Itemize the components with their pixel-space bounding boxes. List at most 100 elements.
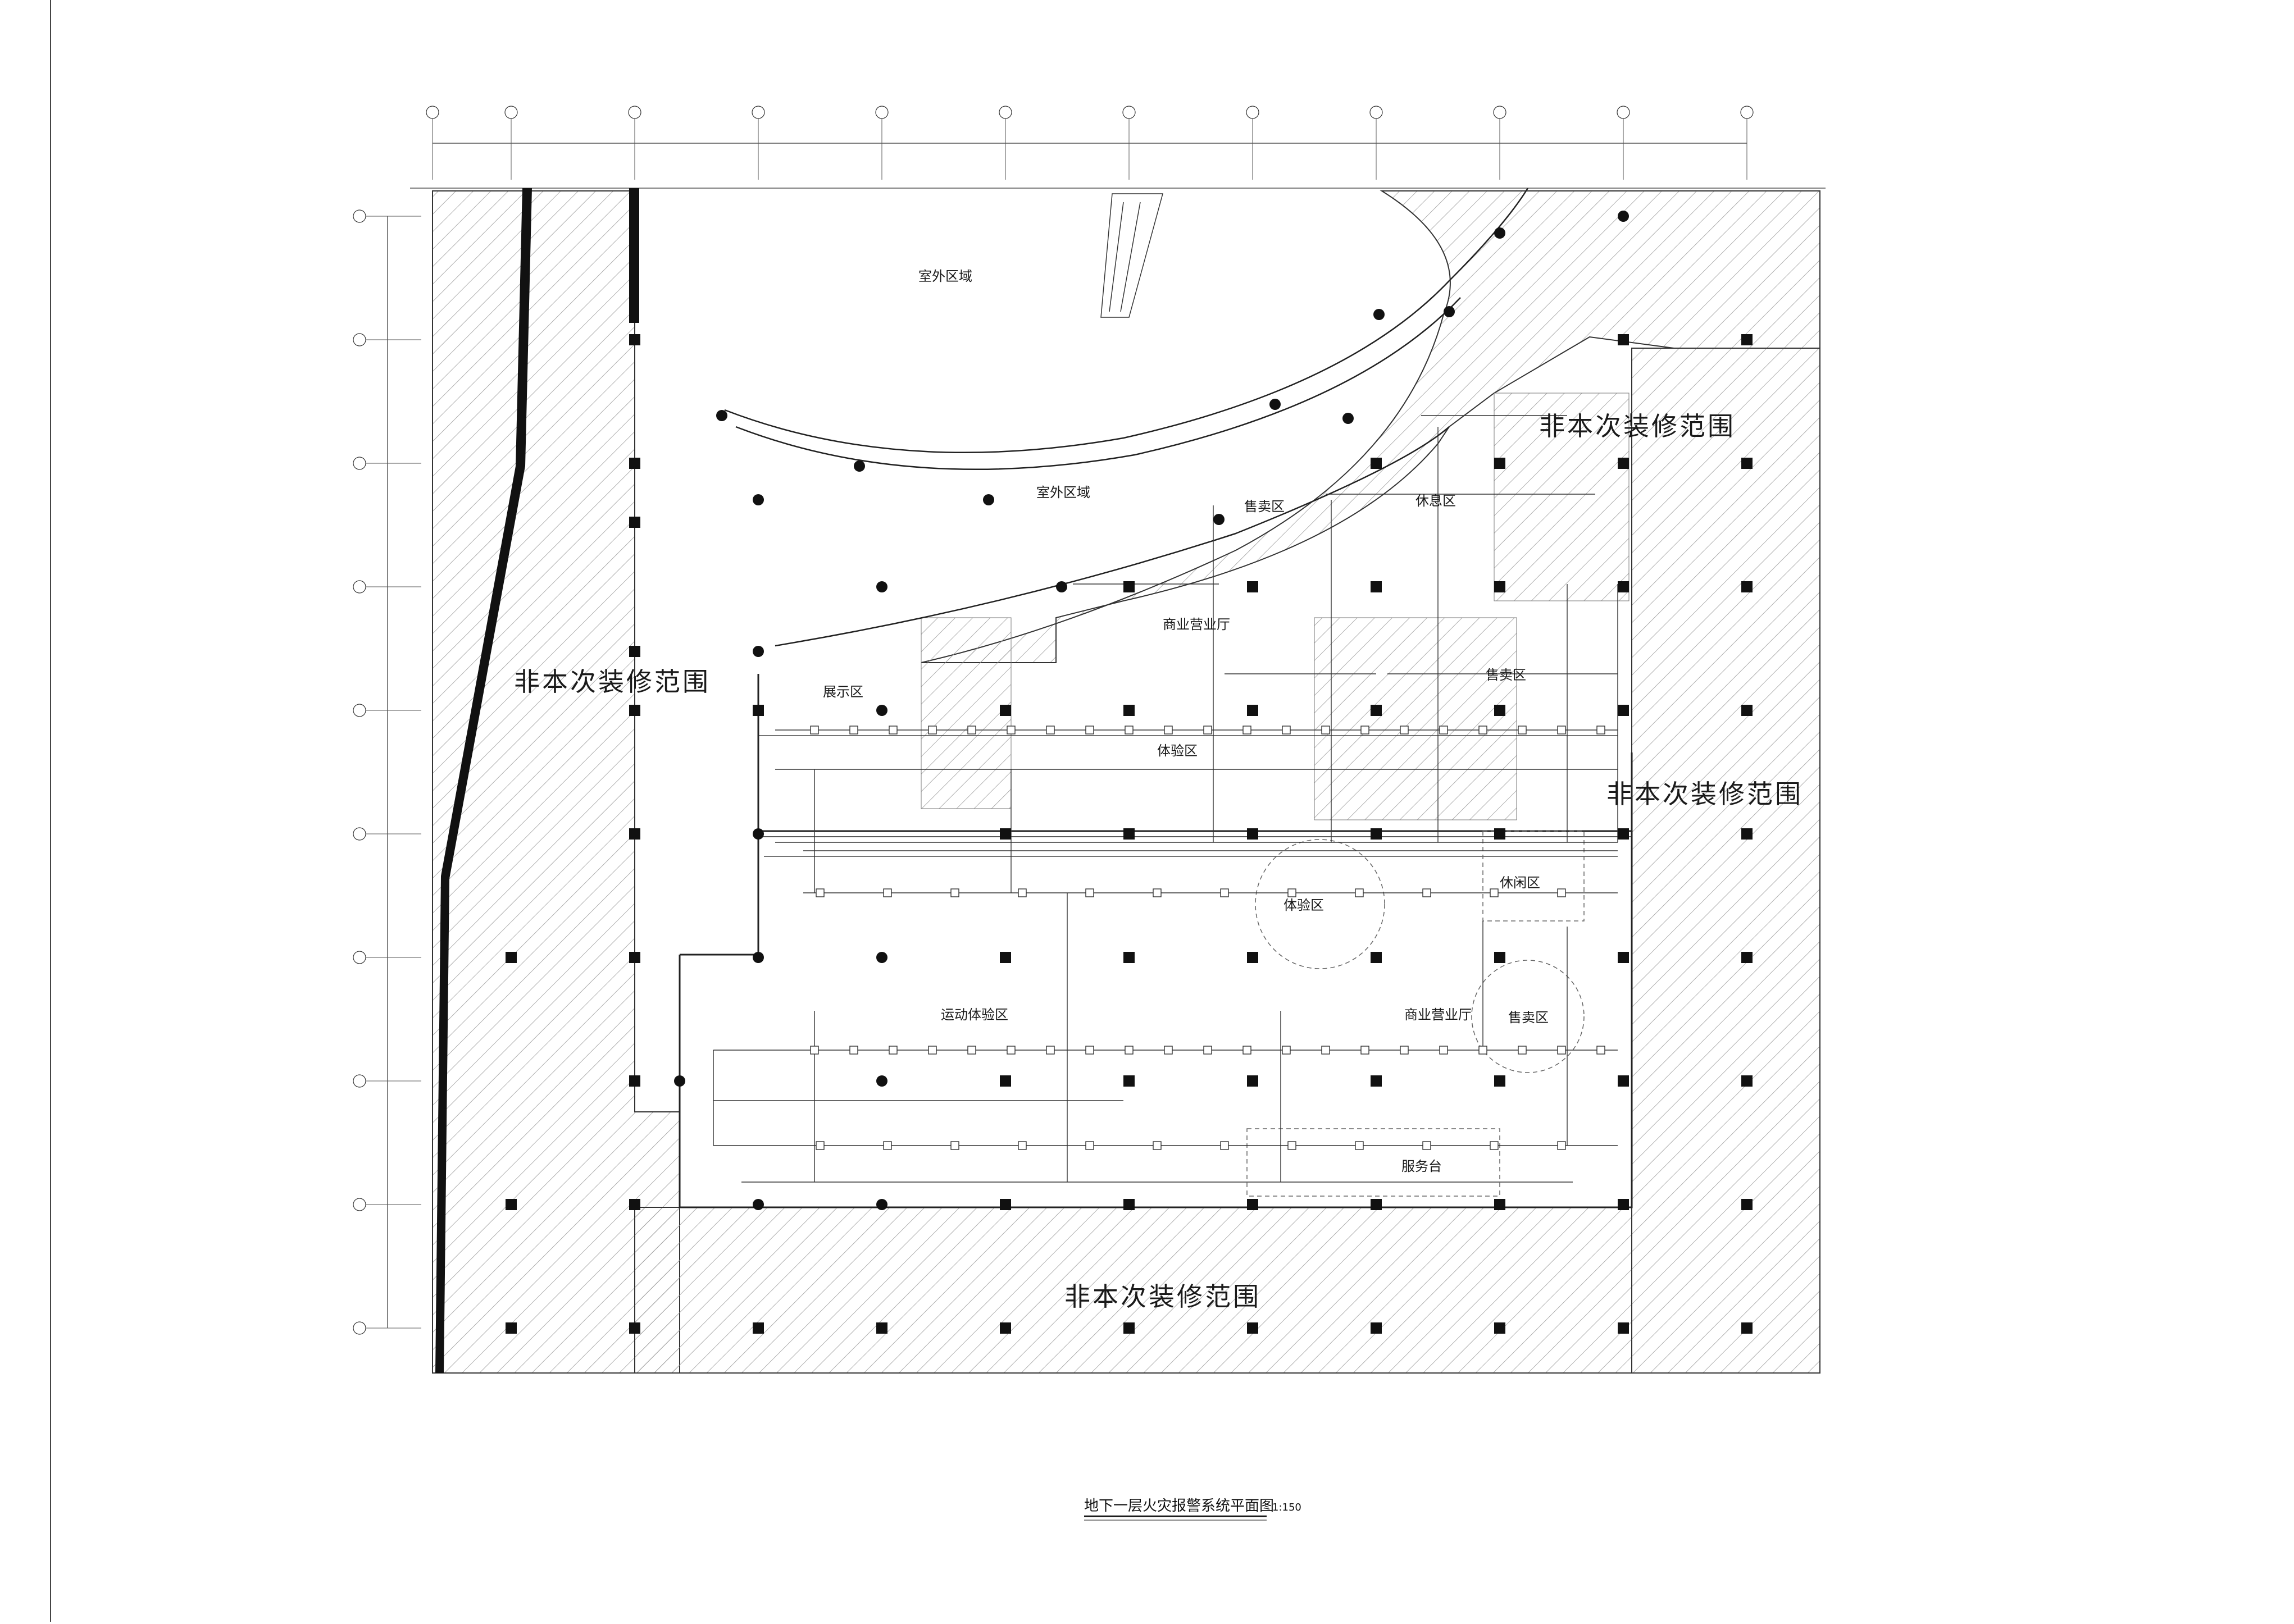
column-round — [1494, 227, 1505, 239]
drawing-title-block: 地下一层火灾报警系统平面图 1:150 — [1084, 1498, 1301, 1521]
column-square — [1371, 1199, 1382, 1210]
axis-bubble-top — [1122, 106, 1136, 119]
zone-label-sports-experience: 运动体验区 — [941, 1007, 1008, 1023]
hatch-left-band — [432, 190, 680, 1374]
alarm-wiring — [713, 415, 1618, 1183]
column-round — [854, 460, 865, 472]
column-round — [1000, 1199, 1011, 1210]
axis-bubble-left — [353, 580, 366, 594]
column-square — [1371, 952, 1382, 963]
wiring-device — [1557, 726, 1566, 735]
hatch-inner-block-2 — [1314, 617, 1517, 820]
column-round — [1618, 211, 1629, 222]
wiring-device — [1490, 1141, 1499, 1150]
column-square — [629, 705, 640, 716]
column-square — [1371, 705, 1382, 716]
column-round — [753, 828, 764, 840]
axis-bubble-top — [1740, 106, 1754, 119]
column-square — [1618, 1322, 1629, 1334]
wiring-device — [889, 726, 898, 735]
column-round — [1213, 514, 1225, 525]
zone-label-service-desk: 服务台 — [1401, 1158, 1442, 1174]
zone-label-outdoor-mid: 室外区域 — [1036, 485, 1090, 500]
wiring-device — [1557, 1046, 1566, 1055]
wiring-device — [1422, 1141, 1431, 1150]
column-square — [1247, 952, 1258, 963]
outer-wall-heavy — [435, 188, 532, 1373]
column-round — [716, 410, 727, 421]
wiring-device — [1360, 726, 1369, 735]
zone-label-experience-mid: 体验区 — [1283, 897, 1324, 913]
column-round — [983, 494, 994, 505]
wiring-device — [1220, 1141, 1229, 1150]
wiring-device — [816, 1141, 825, 1150]
column-square — [1741, 828, 1753, 840]
outdoor-curves — [724, 188, 1529, 647]
zone-label-exhibition: 展示区 — [823, 684, 863, 700]
wiring-device — [883, 1141, 892, 1150]
zone-label-outdoor-top: 室外区域 — [918, 268, 972, 284]
column-round — [876, 581, 887, 592]
dashed-areas — [1246, 831, 1585, 1197]
wiring-device — [1557, 888, 1566, 897]
zone-label-rest-top: 休息区 — [1415, 493, 1456, 509]
column-square — [1618, 1075, 1629, 1087]
axis-bubble-top — [1617, 106, 1630, 119]
column-square — [1741, 334, 1753, 345]
column-square — [1494, 1199, 1505, 1210]
column-square — [1247, 581, 1258, 592]
wiring-device — [1355, 1141, 1364, 1150]
wiring-device — [1018, 1141, 1027, 1150]
zone-label-business-hall-top: 商业营业厅 — [1163, 617, 1230, 632]
wiring-device — [1164, 726, 1173, 735]
column-square — [1371, 1075, 1382, 1087]
wiring-device — [1007, 726, 1016, 735]
column-round — [876, 705, 887, 716]
zone-label-non-scope-bottom: 非本次装修范围 — [1064, 1281, 1261, 1312]
wiring-device — [1490, 888, 1499, 897]
column-square — [1618, 334, 1629, 345]
column-square — [1247, 828, 1258, 840]
column-square — [1741, 1199, 1753, 1210]
wiring-device — [1153, 1141, 1162, 1150]
column-square — [1741, 952, 1753, 963]
column-square — [629, 334, 640, 345]
wiring-device — [810, 726, 819, 735]
column-square — [1618, 952, 1629, 963]
wiring-device — [1518, 726, 1527, 735]
zone-labels: 非本次装修范围 非本次装修范围 非本次装修范围 非本次装修范围 室外区域 室外区… — [514, 268, 1803, 1312]
wiring-device — [1422, 888, 1431, 897]
column-square — [629, 828, 640, 840]
wiring-device — [816, 888, 825, 897]
axis-bubble-top — [1246, 106, 1259, 119]
column-square — [1123, 1075, 1135, 1087]
wiring-device — [1478, 726, 1487, 735]
wiring-device — [1125, 726, 1134, 735]
axis-bubble-left — [353, 1074, 366, 1088]
axis-grid — [353, 106, 1826, 1335]
wiring-device — [1046, 726, 1055, 735]
hatched-areas — [432, 190, 1820, 1374]
column-square — [629, 1322, 640, 1334]
wiring-device — [1400, 1046, 1409, 1055]
column-square — [1123, 705, 1135, 716]
axis-bubble-left — [353, 827, 366, 841]
wiring-device — [1085, 888, 1094, 897]
wiring-device — [1125, 1046, 1134, 1055]
axis-bubble-top — [504, 106, 518, 119]
column-round — [1342, 413, 1354, 424]
column-square — [1494, 581, 1505, 592]
zone-label-non-scope-right: 非本次装修范围 — [1606, 779, 1803, 809]
column-square — [1618, 828, 1629, 840]
axis-bubble-top — [999, 106, 1012, 119]
column-square — [629, 458, 640, 469]
column-square — [1247, 1199, 1258, 1210]
column-square — [1123, 581, 1135, 592]
wiring-device — [1287, 1141, 1296, 1150]
column-square — [629, 952, 640, 963]
column-round — [1444, 306, 1455, 317]
wiring-device — [1439, 1046, 1448, 1055]
column-square — [629, 1075, 640, 1087]
hatch-right-band — [1631, 348, 1820, 1374]
axis-bubble-top — [426, 106, 439, 119]
